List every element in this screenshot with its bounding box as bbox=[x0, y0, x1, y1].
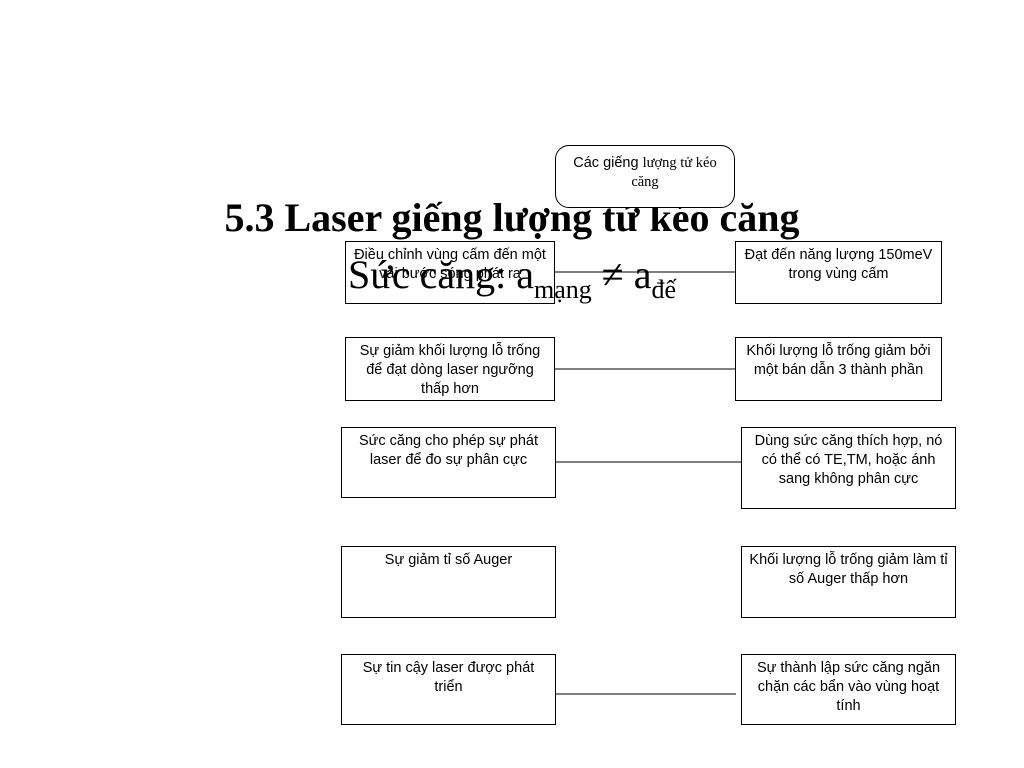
left-box-5: Sự tin cậy laser được phát triển bbox=[341, 654, 556, 725]
formula-prefix: Sức căng: a bbox=[347, 252, 535, 297]
left-box-4: Sự giảm tỉ số Auger bbox=[341, 546, 556, 618]
right-box-1: Đạt đến năng lượng 150meV trong vùng cấm bbox=[735, 241, 942, 304]
top-box-label-part2: lượng tử kéo căng bbox=[631, 155, 717, 190]
right-box-3: Dùng sức căng thích hợp, nó có thể có TE… bbox=[741, 427, 956, 509]
left-box-2: Sự giảm khối lượng lỗ trống để đạt dòng … bbox=[345, 337, 555, 401]
right-box-4: Khối lượng lỗ trống giảm làm tỉ số Auger… bbox=[741, 546, 956, 618]
formula-not-equal: ≠ a bbox=[591, 252, 652, 297]
top-box-label-part1: Các giếng bbox=[573, 155, 643, 171]
right-box-5: Sự thành lập sức căng ngăn chặn các bẩn … bbox=[741, 654, 956, 725]
left-box-3: Sức căng cho phép sự phát laser để đo sự… bbox=[341, 427, 556, 498]
slide-subtitle-formula: Sức căng: amạng ≠ ađế bbox=[0, 255, 1024, 303]
right-box-2: Khối lượng lỗ trống giảm bởi một bán dẫn… bbox=[735, 337, 942, 401]
top-box-strained-quantum-wells: Các giếng lượng tử kéo căng bbox=[555, 145, 735, 208]
formula-subscript-mang: mạng bbox=[534, 275, 592, 304]
formula-subscript-de: đế bbox=[651, 275, 677, 304]
left-box-1: Điều chỉnh vùng cấm đến một vài bước són… bbox=[345, 241, 555, 304]
